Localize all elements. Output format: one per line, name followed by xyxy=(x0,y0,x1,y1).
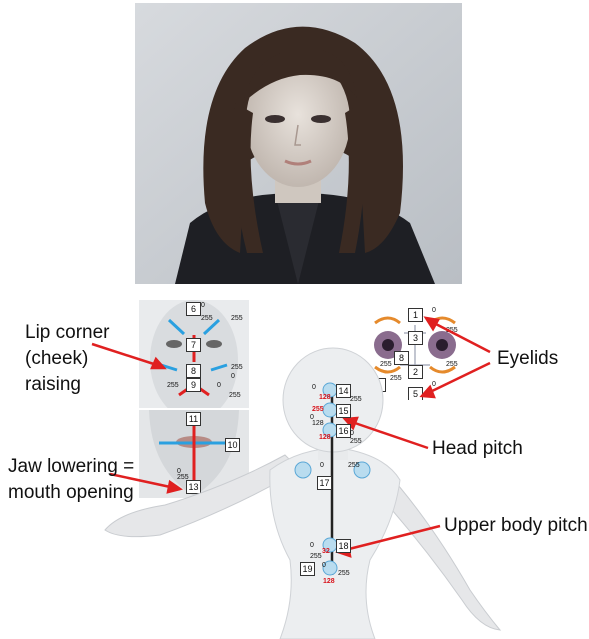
body-value: 128 xyxy=(323,578,335,585)
head-pitch-label: Head pitch xyxy=(432,436,523,462)
body-control-14: 14 xyxy=(336,384,351,398)
body-value: 255 xyxy=(338,570,350,577)
body-control-19: 19 xyxy=(300,562,315,576)
jaw-lowering-label: Jaw lowering = mouth opening xyxy=(8,454,134,506)
body-value: 255 xyxy=(350,396,362,403)
body-control-15: 15 xyxy=(336,404,351,418)
upper-body-pitch-label: Upper body pitch xyxy=(444,513,588,539)
body-value: 0 xyxy=(312,384,316,391)
body-value: 0 xyxy=(322,562,326,569)
body-value: 255 xyxy=(348,462,360,469)
lip-corner-label: Lip corner (cheek) raising xyxy=(25,320,110,398)
body-value: 255 xyxy=(312,406,324,413)
body-control-16: 16 xyxy=(336,424,351,438)
body-value: 128 xyxy=(312,420,324,427)
body-value: 255 xyxy=(350,438,362,445)
body-value: 32 xyxy=(322,548,330,555)
body-value: 255 xyxy=(310,553,322,560)
body-value: 128 xyxy=(319,394,331,401)
body-value: 128 xyxy=(319,434,331,441)
body-control-18: 18 xyxy=(336,539,351,553)
body-value: 0 xyxy=(320,462,324,469)
body-control-17: 17 xyxy=(317,476,332,490)
body-value: 0 xyxy=(310,542,314,549)
eyelids-label: Eyelids xyxy=(497,346,558,372)
body-value: 0 xyxy=(350,430,354,437)
